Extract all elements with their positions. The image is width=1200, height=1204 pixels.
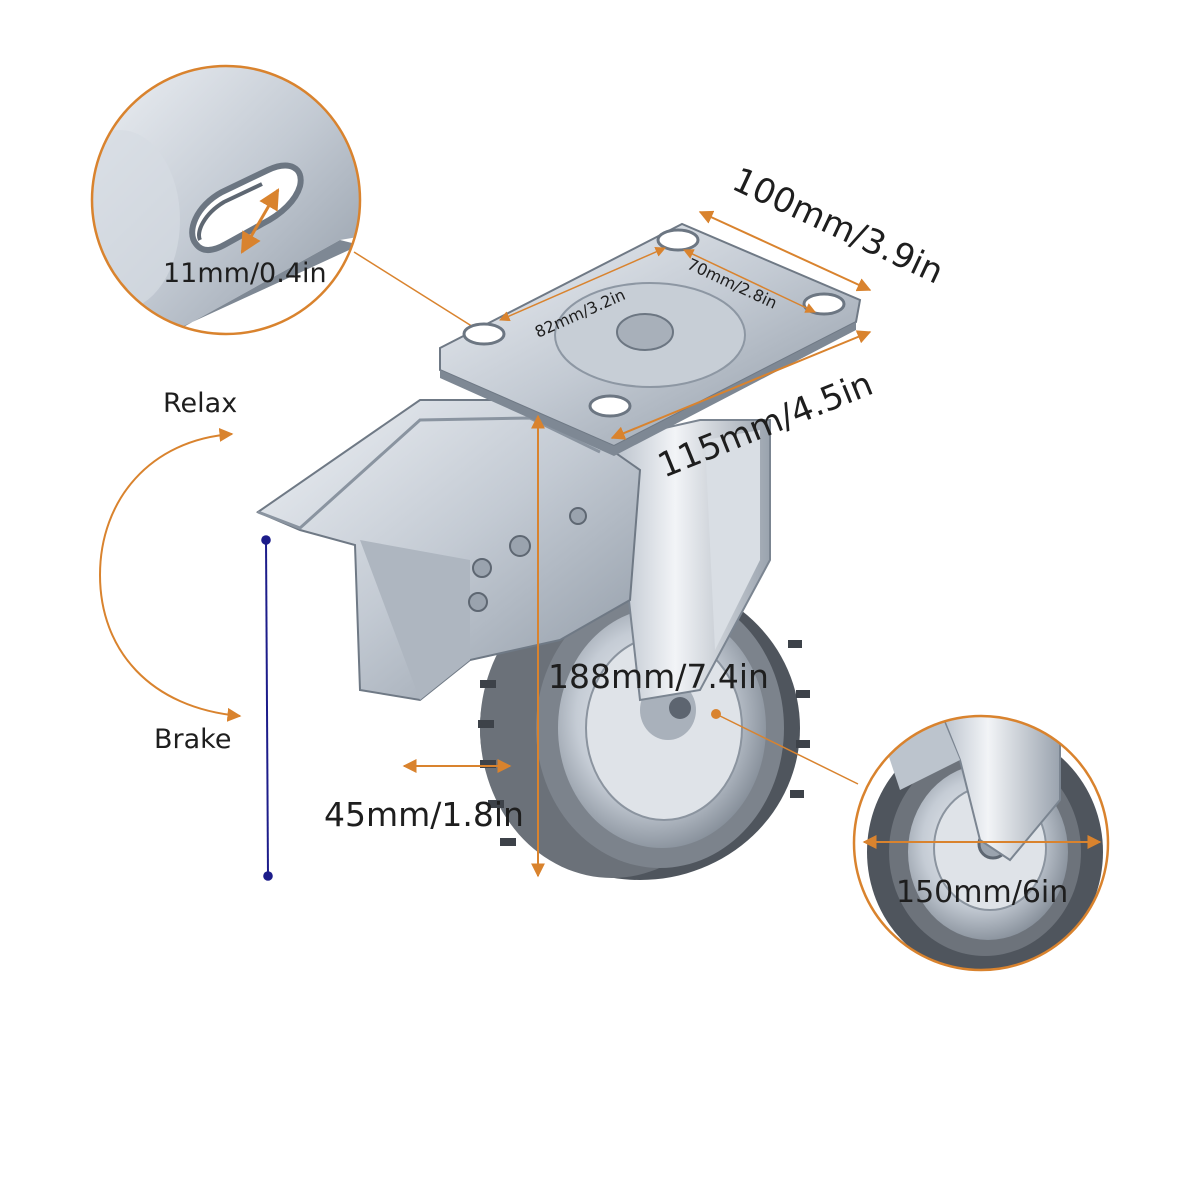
mounting-hole-zoom: 11mm/0.4in [90, 64, 362, 336]
brake-relax-indicator: Relax Brake [98, 388, 273, 881]
hole-size-label: 11mm/0.4in [163, 258, 327, 289]
hole-spacing-short-arrow [683, 249, 816, 313]
hole-leader-line [353, 251, 479, 331]
hole-dimension-arrow [240, 188, 280, 254]
brake-travel-line [261, 535, 273, 881]
wheel-diameter-zoom: 150mm/6in [852, 714, 1110, 972]
wheel-leader-line [715, 713, 859, 785]
brake-label: Brake [154, 724, 231, 755]
plate-width-arrow [610, 330, 872, 440]
hole-spacing-long-arrow [499, 246, 666, 322]
wheel-leader-dot [711, 709, 721, 719]
caster-illustration [255, 222, 862, 880]
total-height-label: 188mm/7.4in [548, 657, 769, 696]
wheel-width-label: 45mm/1.8in [324, 795, 524, 834]
wheel-diameter-label: 150mm/6in [896, 875, 1068, 910]
relax-label: Relax [163, 388, 237, 419]
